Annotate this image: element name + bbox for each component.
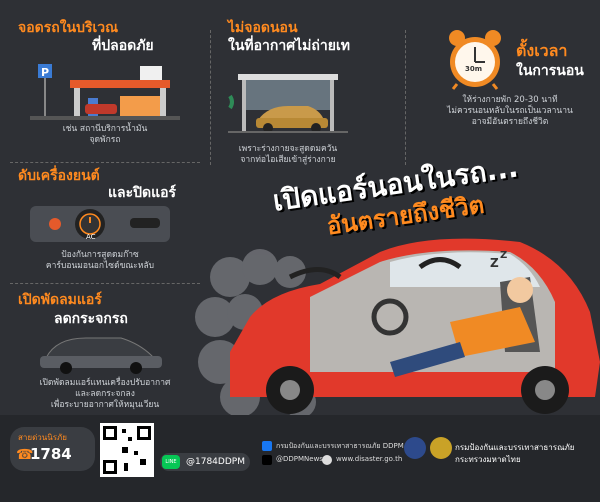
tip-desc: คาร์บอนมอนอกไซด์ขณะหลับ bbox=[45, 261, 155, 271]
tip-desc: เช่น สถานีบริการน้ำมัน bbox=[62, 124, 148, 134]
divider bbox=[10, 162, 200, 163]
tip-desc: จุดพักรถ bbox=[89, 135, 121, 145]
globe-icon bbox=[322, 455, 332, 465]
car-cutaway-illustration: Z Z bbox=[195, 238, 600, 415]
tip-desc: ป้องกันการสูดดมก๊าซ bbox=[61, 250, 139, 260]
tip-title: ในการนอน bbox=[516, 63, 584, 79]
hotline-number[interactable]: 1784 bbox=[30, 445, 72, 463]
tip-title: ตั้งเวลา bbox=[516, 41, 568, 60]
tip-title: ในที่อากาศไม่ถ่ายเท bbox=[228, 38, 350, 54]
line-icon: LINE bbox=[162, 455, 180, 469]
tip-title: ดับเครื่องยนต์ bbox=[18, 168, 100, 184]
org-name: กรมป้องกันและบรรเทาสาธารณภัย bbox=[455, 443, 575, 452]
org-ministry: กระทรวงมหาดไทย bbox=[455, 455, 521, 464]
qr-code[interactable] bbox=[100, 423, 154, 477]
hotline-label: สายด่วนนิรภัย bbox=[18, 433, 67, 442]
tip-desc: เพราะร่างกายจะสูดดมควัน bbox=[238, 144, 338, 154]
x-link[interactable]: @DDPMNews bbox=[276, 455, 323, 463]
tip-desc: จากท่อไอเสียเข้าสู่ร่างกาย bbox=[240, 155, 336, 165]
timer-label: 30m bbox=[465, 65, 483, 73]
ac-panel-illustration bbox=[30, 206, 170, 242]
svg-text:Z: Z bbox=[490, 256, 499, 270]
line-id[interactable]: @1784DDPM bbox=[186, 457, 245, 467]
facebook-link[interactable]: กรมป้องกันและบรรเทาสาธารณภัย DDPM bbox=[276, 442, 404, 450]
footer: สายด่วนนิรภัย 1784 ☎ LINE @1784DDPM กรมป… bbox=[0, 415, 600, 502]
tip-title: ไม่จอดนอน bbox=[228, 20, 298, 36]
svg-text:P: P bbox=[41, 66, 49, 79]
line-pill[interactable] bbox=[160, 453, 250, 471]
phone-icon: ☎ bbox=[16, 447, 34, 463]
tip-desc: และลดกระจกลง bbox=[75, 389, 135, 399]
divider bbox=[10, 283, 200, 284]
divider bbox=[405, 30, 406, 165]
car-window-illustration bbox=[40, 337, 162, 374]
svg-text:Z: Z bbox=[500, 250, 507, 261]
carport-illustration bbox=[228, 74, 348, 133]
gas-station-illustration: P bbox=[30, 64, 180, 120]
website-link[interactable]: www.disaster.go.th bbox=[336, 455, 403, 463]
facebook-icon bbox=[262, 441, 272, 451]
tip-title: ที่ปลอดภัย bbox=[92, 38, 154, 54]
x-icon bbox=[262, 455, 272, 465]
tip-desc: ให้ร่างกายพัก 20-30 นาที bbox=[462, 95, 558, 105]
hotline-box bbox=[10, 427, 95, 471]
department-seal bbox=[430, 437, 452, 459]
tip-desc: เพื่อระบายอากาศให้หมุนเวียน bbox=[50, 400, 160, 410]
ministry-seal bbox=[404, 437, 426, 459]
tip-title: และปิดแอร์ bbox=[108, 185, 177, 201]
tip-desc: ไม่ควรนอนหลับในรถเป็นเวลานาน bbox=[447, 106, 573, 116]
alarm-clock-icon bbox=[449, 30, 501, 90]
tip-title: เปิดพัดลมแอร์ bbox=[18, 292, 102, 308]
tip-title: ลดกระจกรถ bbox=[54, 311, 128, 327]
ac-label: AC bbox=[86, 233, 96, 241]
divider bbox=[210, 30, 211, 165]
tip-title: จอดรถในบริเวณ bbox=[18, 20, 119, 36]
tip-desc: อาจมีอันตรายถึงชีวิต bbox=[471, 117, 549, 127]
tip-desc: เปิดพัดลมแอร์แทนเครื่องปรับอากาศ bbox=[39, 378, 171, 388]
